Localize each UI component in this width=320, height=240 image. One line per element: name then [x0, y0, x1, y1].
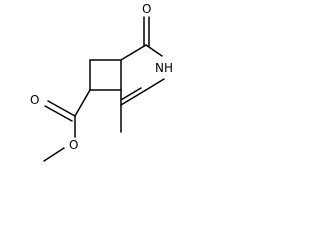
bond-ester-carbonyl-b [44, 105, 73, 122]
bond-ring-to-ester [74, 89, 91, 117]
bond-o-methyl [43, 147, 65, 162]
bond-c4-c5-b [120, 87, 142, 101]
atom-label-ester-ether-oxygen: O [69, 138, 78, 152]
structure-diagram: O NH O O [30, 2, 173, 162]
atom-label-carbonyl-oxygen: O [142, 2, 151, 16]
bond-c4-c5-a [120, 89, 147, 106]
bond-ester-carbonyl-a [47, 100, 76, 117]
bond-c1-c2 [120, 44, 147, 61]
bond-n-c4 [145, 78, 165, 91]
bond-c2-n [145, 44, 163, 57]
atom-label-ring-nitrogen: NH [155, 61, 173, 75]
atom-label-ester-carbonyl-oxygen: O [30, 93, 39, 107]
